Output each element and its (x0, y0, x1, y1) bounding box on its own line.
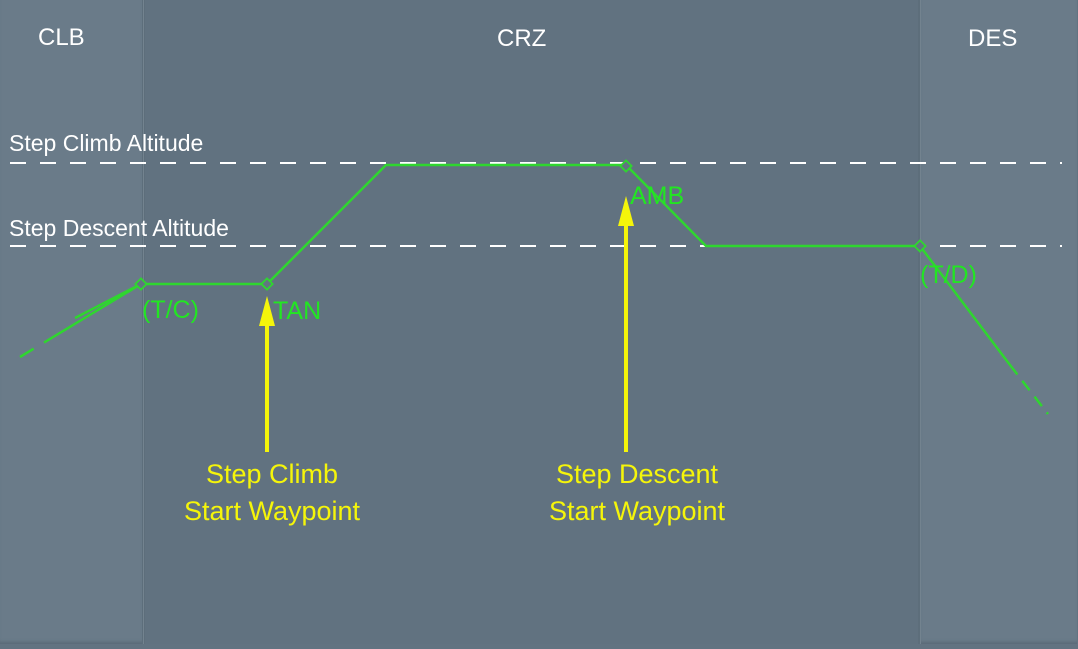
top-of-climb-label: (T/C) (142, 296, 199, 324)
top-of-descent-label: (T/D) (920, 261, 977, 289)
bottom-strip (0, 644, 1078, 649)
tan-waypoint-label: TAN (273, 297, 322, 325)
step-descent-callout-line1: Step Descent (555, 459, 719, 489)
tan-waypoint-marker (260, 277, 274, 291)
step-descent-arrow-icon (618, 196, 634, 452)
step-climb-callout: Step Climb Start Waypoint (147, 456, 397, 530)
step-climb-callout-line2: Start Waypoint (183, 496, 361, 526)
step-climb-callout-line1: Step Climb (205, 459, 339, 489)
top-of-climb-marker (134, 277, 148, 291)
top-of-descent-marker (913, 239, 927, 253)
phase-label-clb: CLB (38, 24, 85, 51)
amb-waypoint-label: AMB (630, 182, 685, 210)
step-descent-callout-line2: Start Waypoint (548, 496, 726, 526)
clb-crz-divider (143, 0, 144, 644)
step-climb-arrow-icon (259, 296, 275, 452)
flight-profile-path (74, 163, 1011, 366)
descent-continuation-segment (1009, 364, 1049, 415)
phase-label-des: DES (968, 25, 1018, 52)
phase-label-crz: CRZ (497, 25, 547, 52)
crz-des-divider (920, 0, 921, 644)
descent-phase-panel (918, 0, 1077, 644)
step-climb-altitude-label: Step Climb Altitude (9, 130, 204, 156)
amb-waypoint-marker (619, 159, 633, 173)
step-descent-callout: Step Descent Start Waypoint (506, 456, 768, 530)
step-descent-altitude-label: Step Descent Altitude (9, 215, 229, 241)
climb-approach-segment (19, 282, 142, 359)
